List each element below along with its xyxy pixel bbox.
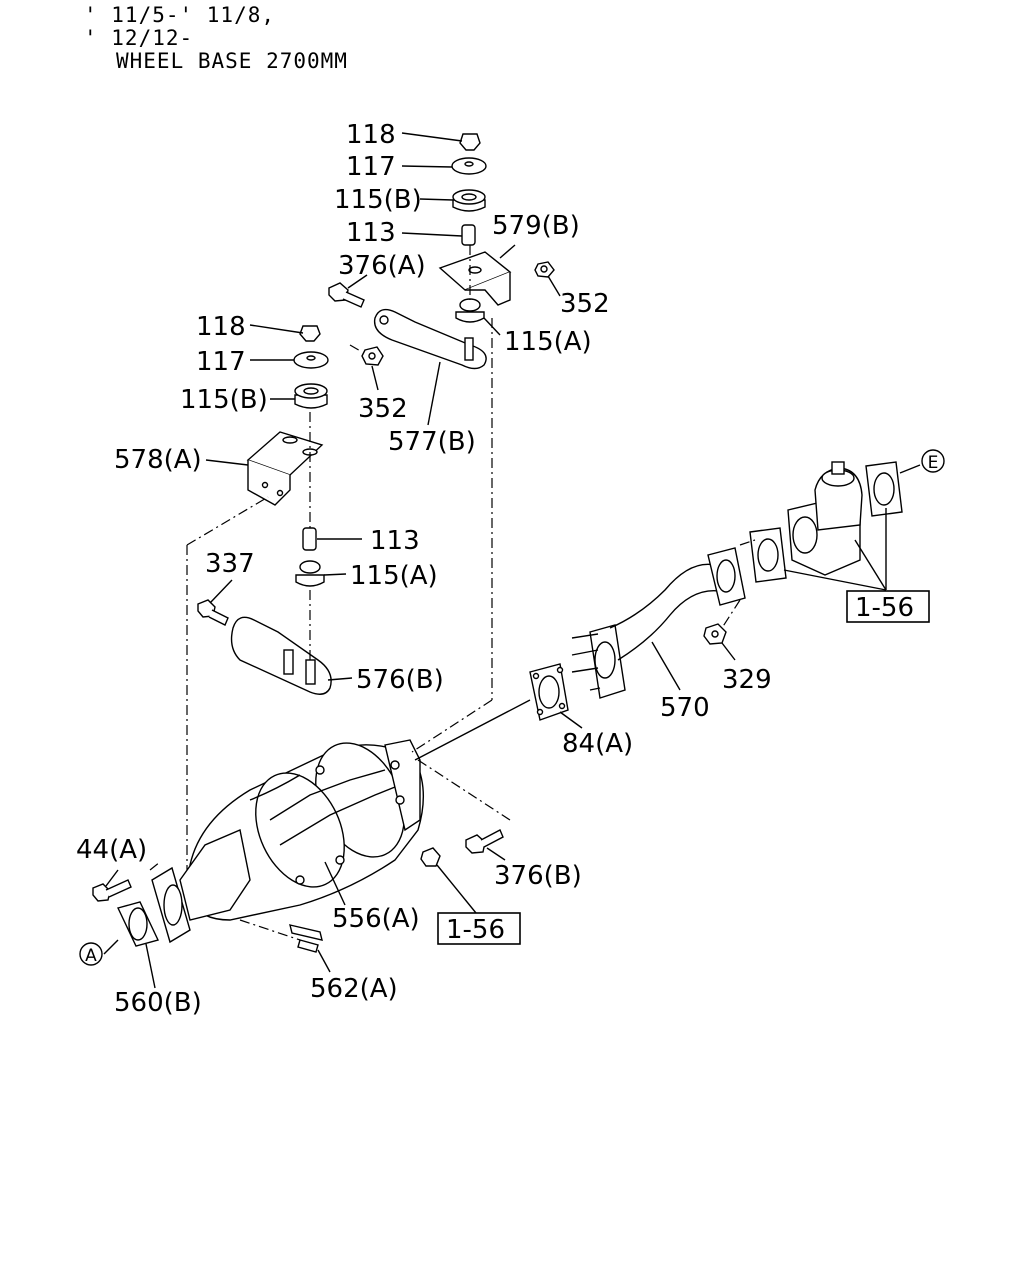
bolt-44a — [92, 879, 132, 902]
leader-lines — [103, 132, 921, 989]
svg-text:1-56: 1-56 — [446, 915, 505, 945]
left-mount-stack — [197, 325, 332, 695]
callout-circle-e: E — [921, 449, 945, 473]
label-570: 570 — [660, 693, 710, 723]
label-556a: 556(A) — [332, 904, 420, 934]
collar-113-top — [461, 224, 476, 246]
label-44a: 44(A) — [76, 835, 147, 865]
bolt-376a — [328, 282, 365, 308]
gasket-84a — [529, 663, 569, 721]
label-376b: 376(B) — [494, 861, 582, 891]
svg-text:A: A — [85, 946, 97, 966]
label-113-top: 113 — [346, 218, 396, 248]
header-line-2: ' 12/12- — [84, 26, 194, 50]
rubber-115a-mid — [295, 574, 325, 587]
collar-113-mid — [302, 527, 317, 551]
ref-box-1-56-right: 1-56 — [846, 590, 930, 623]
label-117-left: 117 — [196, 347, 246, 377]
diagram-header: ' 11/5-' 11/8, ' 12/12- WHEEL BASE 2700M… — [84, 4, 348, 73]
svg-text:1-56: 1-56 — [855, 593, 914, 623]
ref-box-1-56-mid: 1-56 — [437, 912, 521, 945]
part-labels: 118 117 115(B) 113 376(A) 579(B) 352 115… — [76, 120, 772, 1018]
label-560b: 560(B) — [114, 988, 202, 1018]
label-576b: 576(B) — [356, 665, 444, 695]
label-115a-mid: 115(A) — [350, 561, 438, 591]
nut-118-left — [299, 325, 321, 342]
catalytic-converter-556a — [151, 739, 425, 953]
label-115b-top: 115(B) — [334, 185, 422, 215]
stud-562a — [289, 924, 323, 941]
label-118-left: 118 — [196, 312, 246, 342]
exhaust-pipe-570 — [571, 547, 746, 699]
top-mount-stack — [328, 133, 555, 370]
exhaust-brake-unit — [749, 461, 903, 583]
rubber-115a-top — [455, 311, 485, 323]
label-376a: 376(A) — [338, 251, 426, 281]
nut-118-top — [459, 133, 481, 151]
label-562a: 562(A) — [310, 974, 398, 1004]
bracket-576b — [230, 616, 332, 695]
svg-text:E: E — [928, 453, 939, 473]
label-329: 329 — [722, 665, 772, 695]
label-84a: 84(A) — [562, 729, 633, 759]
callout-circle-a: A — [79, 942, 103, 966]
label-578a: 578(A) — [114, 445, 202, 475]
label-337: 337 — [205, 549, 255, 579]
nut-1-56-ref — [420, 847, 441, 867]
label-118-top: 118 — [346, 120, 396, 150]
bolt-337 — [197, 599, 229, 626]
nut-329 — [703, 623, 727, 645]
label-577b: 577(B) — [388, 427, 476, 457]
label-115b-left: 115(B) — [180, 385, 268, 415]
gasket-560b — [117, 901, 159, 947]
label-117-top: 117 — [346, 152, 396, 182]
label-352-right: 352 — [560, 289, 610, 319]
rubber-115b-left — [294, 394, 328, 409]
header-line-1: ' 11/5-' 11/8, — [84, 3, 276, 27]
bolt-376b — [465, 829, 504, 854]
label-113-mid: 113 — [370, 526, 420, 556]
bracket-577b — [373, 308, 487, 370]
label-579b: 579(B) — [492, 211, 580, 241]
label-115a-top: 115(A) — [504, 327, 592, 357]
label-352-left: 352 — [358, 394, 408, 424]
header-line-3: WHEEL BASE 2700MM — [116, 49, 348, 73]
